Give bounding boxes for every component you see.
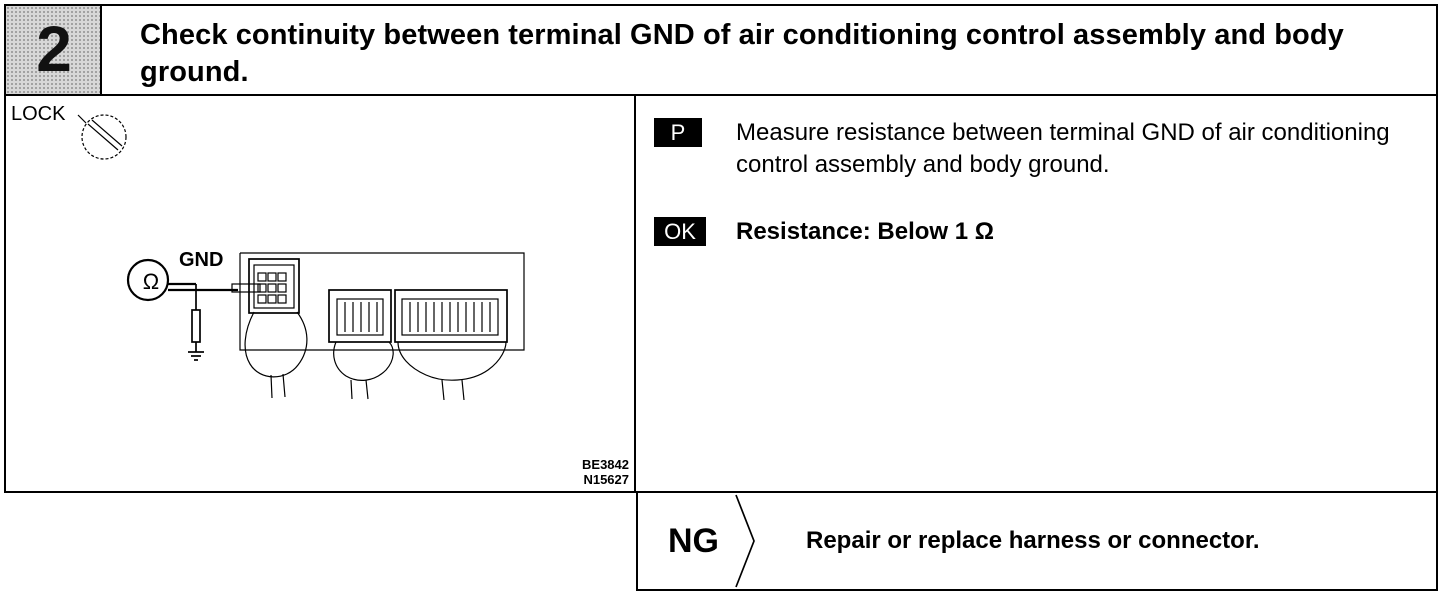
ng-status: NG bbox=[668, 522, 719, 560]
illustration-panel: LOCK GND Ω BE3842 N15627 bbox=[4, 96, 636, 493]
figure-code-2: N15627 bbox=[583, 472, 629, 487]
specification-text: Resistance: Below 1 Ω bbox=[736, 218, 994, 245]
ground-icon bbox=[188, 342, 204, 361]
lock-label: LOCK bbox=[11, 103, 66, 125]
inspection-info-panel: P Measure resistance between terminal GN… bbox=[636, 96, 1438, 493]
procedure-text: Measure resistance between terminal GND … bbox=[736, 119, 1390, 178]
ng-action-text: Repair or replace harness or connector. bbox=[806, 527, 1260, 554]
step-number-box: 2 bbox=[6, 6, 102, 94]
specification-badge: OK bbox=[654, 217, 706, 246]
step-header: 2 Check continuity between terminal GND … bbox=[4, 4, 1438, 96]
meter-symbol: Ω bbox=[142, 269, 160, 294]
procedure-badge: P bbox=[654, 118, 702, 147]
ohmmeter-icon bbox=[126, 258, 238, 343]
ng-result-box: NG Repair or replace harness or connecto… bbox=[636, 493, 1438, 591]
lock-icon bbox=[77, 114, 127, 160]
connector-icon bbox=[231, 252, 525, 401]
figure-code-1: BE3842 bbox=[582, 457, 629, 472]
connector-diagram bbox=[77, 114, 525, 401]
step-title: Check continuity between terminal GND of… bbox=[140, 19, 1344, 88]
step-number: 2 bbox=[36, 13, 72, 85]
gnd-terminal-label: GND bbox=[179, 249, 224, 271]
chevron-right-icon bbox=[735, 494, 755, 588]
